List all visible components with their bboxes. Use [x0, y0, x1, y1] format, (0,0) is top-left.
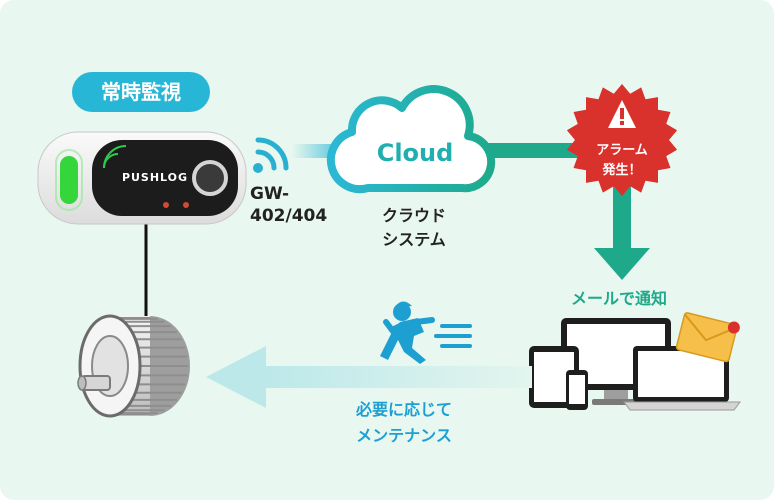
alarm-label-line1: アラーム [596, 143, 648, 158]
alarm-badge: アラーム 発生！ [566, 84, 678, 196]
cloud-label: Cloud [377, 139, 454, 167]
mail-envelope-icon [675, 312, 740, 363]
monitoring-badge-label: 常時監視 [101, 80, 181, 104]
running-person-icon [380, 301, 472, 364]
mail-notification-label: メールで通知 [571, 289, 667, 308]
notification-devices [529, 312, 741, 411]
wifi-icon [253, 137, 289, 173]
monitoring-badge: 常時監視 [72, 72, 210, 112]
motor-icon [77, 314, 190, 418]
status-led [60, 156, 78, 204]
cloud-caption-line2: システム [382, 230, 446, 249]
cloud-icon: Cloud [326, 85, 496, 194]
alarm-label-line2: 発生！ [601, 162, 641, 178]
pushlog-device: PUSHLOG [37, 131, 247, 225]
maintenance-arrow [206, 346, 532, 408]
device-brand: PUSHLOG [122, 171, 188, 184]
maintenance-label-line1: 必要に応じて [355, 400, 452, 419]
maintenance-label-line2: メンテナンス [356, 426, 452, 445]
device-knob [192, 160, 228, 196]
gateway-model-line2: 402/404 [250, 206, 327, 226]
laptop-icon [623, 346, 741, 411]
cloud-caption-line1: クラウド [382, 206, 446, 225]
gateway-model-line1: GW- [250, 184, 289, 204]
phone-icon [566, 370, 588, 410]
